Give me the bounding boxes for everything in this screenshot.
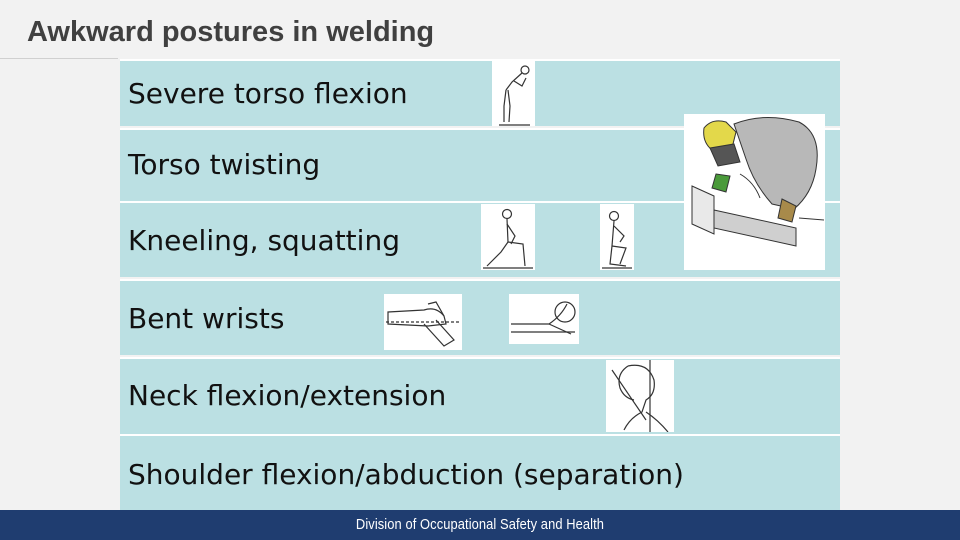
footer-bar: Division of Occupational Safety and Heal… <box>0 510 960 540</box>
posture-label: Shoulder flexion/abduction (separation) <box>128 458 684 491</box>
posture-label: Bent wrists <box>128 302 285 335</box>
posture-row-shoulder: Shoulder flexion/abduction (separation) <box>120 434 840 510</box>
title-divider <box>0 58 118 59</box>
torso-flexion-figure <box>492 60 535 126</box>
footer-text: Division of Occupational Safety and Heal… <box>355 516 605 533</box>
posture-label: Neck flexion/extension <box>128 379 447 412</box>
bent-wrist-figure-2 <box>509 294 579 344</box>
welder-figure <box>684 114 825 270</box>
squatting-figure <box>600 204 634 270</box>
posture-label: Severe torso flexion <box>128 77 408 110</box>
posture-row-torso-flexion: Severe torso flexion <box>120 59 840 126</box>
posture-row-bent-wrists: Bent wrists <box>120 279 840 355</box>
posture-label: Kneeling, squatting <box>128 224 400 257</box>
kneeling-figure <box>481 204 535 270</box>
posture-row-neck: Neck flexion/extension <box>120 357 840 434</box>
bent-wrist-figure-1 <box>384 294 462 350</box>
neck-flexion-figure <box>606 360 674 432</box>
posture-label: Torso twisting <box>128 148 321 181</box>
slide-title: Awkward postures in welding <box>27 16 435 48</box>
